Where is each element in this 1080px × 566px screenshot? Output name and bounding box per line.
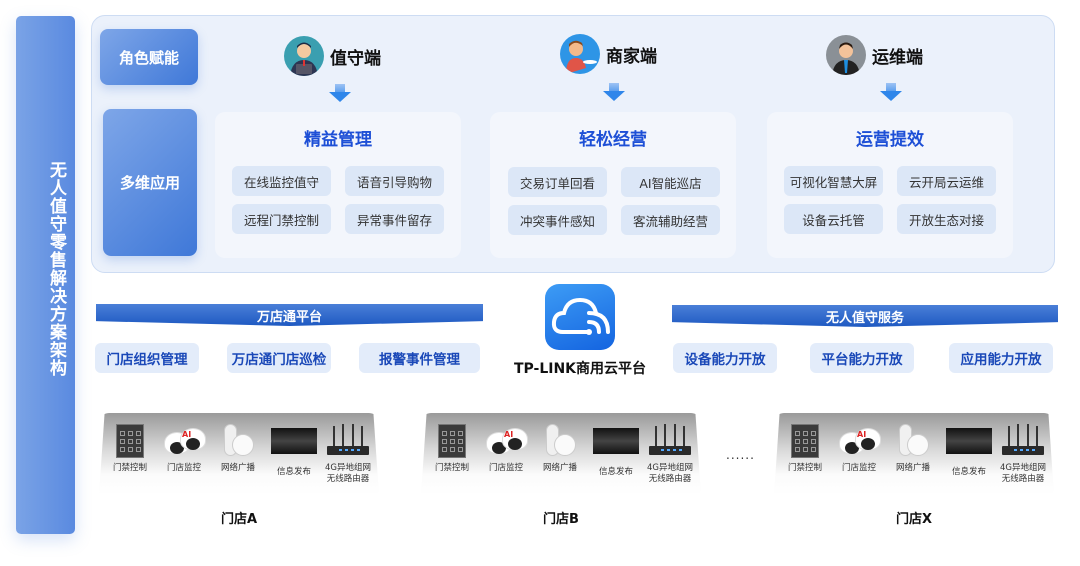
device-item: 网络广播 xyxy=(534,424,586,474)
feature-chip: 冲突事件感知 xyxy=(508,205,607,235)
efficiency-card: 运营提效 可视化智慧大屏 云开局云运维 设备云托管 开放生态对接 xyxy=(767,112,1013,258)
device-label: 门店监控 xyxy=(841,463,876,473)
device-label: 门禁控制 xyxy=(434,463,469,473)
lean-management-card: 精益管理 在线监控值守 语音引导购物 远程门禁控制 异常事件留存 xyxy=(215,112,461,258)
role-name: 值守端 xyxy=(330,48,381,69)
4g-router-icon xyxy=(322,424,374,458)
feature-chip: AI智能巡店 xyxy=(621,167,720,197)
device-label: 信息发布 xyxy=(276,467,311,477)
device-item: 网络广播 xyxy=(212,424,264,474)
platform-right-banner: 无人值守服务 xyxy=(672,305,1058,327)
device-item: 网络广播 xyxy=(887,424,939,474)
device-item: 信息发布 xyxy=(590,424,642,478)
device-label: 4G异地组网无线路由器 xyxy=(325,463,371,484)
network-speaker-icon xyxy=(887,424,939,458)
device-item: AI 门店监控 xyxy=(158,424,210,474)
device-item: 4G异地组网无线路由器 xyxy=(322,424,374,485)
device-label: 门店监控 xyxy=(488,463,523,473)
device-label: 4G异地组网无线路由器 xyxy=(647,463,693,484)
device-label: 信息发布 xyxy=(951,467,986,477)
down-arrow-icon xyxy=(329,84,351,102)
device-label: 网络广播 xyxy=(895,463,930,473)
dome-camera-icon: AI xyxy=(480,424,532,458)
access-control-keypad-icon xyxy=(779,424,831,458)
network-speaker-icon xyxy=(212,424,264,458)
device-item: 信息发布 xyxy=(943,424,995,478)
card-title: 轻松经营 xyxy=(579,130,647,150)
multi-application-tag: 多维应用 xyxy=(103,109,197,256)
maintenance-avatar-icon xyxy=(826,35,866,75)
device-item: 门禁控制 xyxy=(104,424,156,474)
card-title: 精益管理 xyxy=(304,130,372,150)
feature-chip: 语音引导购物 xyxy=(345,166,444,196)
feature-chip: 远程门禁控制 xyxy=(232,204,331,234)
cloud-platform-label: TP-LINK商用云平台 xyxy=(513,361,647,377)
display-screen-icon xyxy=(268,428,320,462)
platform-feature: 报警事件管理 xyxy=(359,343,480,373)
store-name: 门店B xyxy=(543,512,579,527)
feature-chip: 可视化智慧大屏 xyxy=(784,166,883,196)
device-label: 门店监控 xyxy=(166,463,201,473)
display-screen-icon xyxy=(943,428,995,462)
down-arrow-icon xyxy=(880,83,902,101)
solution-title-banner: 无人值守零售解决方案架构 xyxy=(16,16,75,534)
operator-avatar-icon xyxy=(284,36,324,76)
store-name: 门店A xyxy=(220,512,258,527)
solution-title: 无人值守零售解决方案架构 xyxy=(46,161,66,377)
platform-feature: 万店通门店巡检 xyxy=(227,343,331,373)
device-item: 4G异地组网无线路由器 xyxy=(644,424,696,485)
role-enablement-tag: 角色赋能 xyxy=(100,29,198,85)
platform-feature: 应用能力开放 xyxy=(949,343,1053,373)
role-name: 商家端 xyxy=(606,46,657,67)
display-screen-icon xyxy=(590,428,642,462)
access-control-keypad-icon xyxy=(104,424,156,458)
device-label: 4G异地组网无线路由器 xyxy=(1000,463,1046,484)
access-control-keypad-icon xyxy=(426,424,478,458)
device-label: 网络广播 xyxy=(220,463,255,473)
device-label: 门禁控制 xyxy=(787,463,822,473)
store-name: 门店X xyxy=(895,512,933,527)
device-label: 信息发布 xyxy=(598,467,633,477)
role-name: 运维端 xyxy=(872,47,923,68)
merchant-avatar-icon xyxy=(560,34,600,74)
more-stores-ellipsis: ...... xyxy=(726,448,755,462)
feature-chip: 云开局云运维 xyxy=(897,166,996,196)
feature-chip: 在线监控值守 xyxy=(232,166,331,196)
feature-chip: 客流辅助经营 xyxy=(621,205,720,235)
device-item: 门禁控制 xyxy=(426,424,478,474)
network-speaker-icon xyxy=(534,424,586,458)
device-item: AI 门店监控 xyxy=(833,424,885,474)
role-operator: 值守端 xyxy=(284,36,381,76)
platform-left-banner: 万店通平台 xyxy=(96,304,483,326)
feature-chip: 开放生态对接 xyxy=(897,204,996,234)
feature-chip: 异常事件留存 xyxy=(345,204,444,234)
dome-camera-icon: AI xyxy=(158,424,210,458)
role-merchant: 商家端 xyxy=(560,34,657,74)
device-item: AI 门店监控 xyxy=(480,424,532,474)
4g-router-icon xyxy=(997,424,1049,458)
4g-router-icon xyxy=(644,424,696,458)
platform-feature: 平台能力开放 xyxy=(810,343,914,373)
easy-operation-card: 轻松经营 交易订单回看 AI智能巡店 冲突事件感知 客流辅助经营 xyxy=(490,112,736,258)
feature-chip: 设备云托管 xyxy=(784,204,883,234)
device-item: 4G异地组网无线路由器 xyxy=(997,424,1049,485)
dome-camera-icon: AI xyxy=(833,424,885,458)
card-title: 运营提效 xyxy=(856,130,924,150)
platform-feature: 设备能力开放 xyxy=(673,343,777,373)
cloud-wifi-icon xyxy=(545,284,615,350)
device-item: 信息发布 xyxy=(268,424,320,478)
device-item: 门禁控制 xyxy=(779,424,831,474)
device-label: 网络广播 xyxy=(542,463,577,473)
role-maintenance: 运维端 xyxy=(826,35,923,75)
feature-chip: 交易订单回看 xyxy=(508,167,607,197)
device-label: 门禁控制 xyxy=(112,463,147,473)
down-arrow-icon xyxy=(603,83,625,101)
platform-feature: 门店组织管理 xyxy=(95,343,199,373)
